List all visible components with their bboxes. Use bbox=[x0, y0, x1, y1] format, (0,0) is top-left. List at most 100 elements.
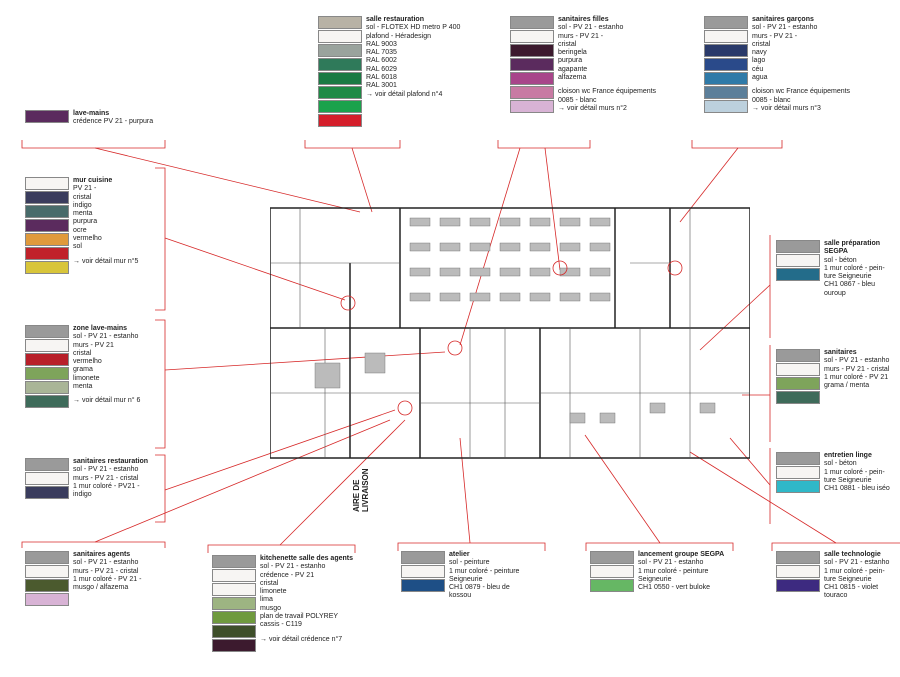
color-swatch bbox=[25, 472, 69, 485]
card-line: → voir détail mur n° 6 bbox=[73, 397, 141, 405]
swatch-column bbox=[25, 177, 69, 274]
color-swatch bbox=[318, 100, 362, 113]
card-line: RAL 9003 bbox=[366, 40, 397, 48]
card-line: sol - PV 21 - estanho bbox=[824, 357, 890, 365]
color-swatch bbox=[318, 30, 362, 43]
color-swatch bbox=[25, 367, 69, 380]
color-swatch bbox=[25, 219, 69, 232]
card-line: CH1 0815 - violet bbox=[824, 584, 879, 592]
card-line: vermelho bbox=[73, 235, 102, 243]
card-line: cristal bbox=[558, 40, 577, 48]
swatch-column bbox=[776, 452, 820, 493]
swatch-column bbox=[401, 551, 445, 592]
card-line: CH1 0881 - bleu iséo bbox=[824, 485, 890, 493]
color-swatch bbox=[212, 611, 256, 624]
color-swatch bbox=[776, 363, 820, 376]
card-line: plan de travail POLYREY bbox=[260, 613, 339, 621]
card-line: RAL 7035 bbox=[366, 49, 397, 57]
card-line: → voir détail mur n°5 bbox=[73, 257, 139, 265]
card-title: sanitaires filles bbox=[558, 16, 609, 23]
card-line: 1 mur coloré - pein- bbox=[824, 468, 885, 476]
card-line: sol - PV 21 - estanho bbox=[558, 24, 624, 32]
card-line: CH1 0867 - bleu bbox=[824, 281, 875, 289]
card-line: limonete bbox=[260, 588, 287, 596]
card-line: Seigneurie bbox=[638, 575, 672, 583]
color-swatch bbox=[776, 240, 820, 253]
card-line: murs - PV 21 - bbox=[558, 32, 604, 40]
card-line: indigo bbox=[73, 201, 92, 209]
color-swatch bbox=[590, 551, 634, 564]
card-line: 1 mur coloré - PV21 - bbox=[73, 482, 140, 490]
card-line: grama bbox=[73, 366, 93, 374]
color-swatch bbox=[401, 579, 445, 592]
color-swatch bbox=[212, 639, 256, 652]
color-swatch bbox=[318, 86, 362, 99]
swatch-column bbox=[510, 16, 554, 113]
card-line: sol - PV 21 - estanho bbox=[73, 466, 139, 474]
color-swatch bbox=[25, 339, 69, 352]
card-line: kossou bbox=[449, 592, 472, 600]
card-line: sol - FLOTEX HD metro P 400 bbox=[366, 24, 461, 32]
color-swatch bbox=[776, 579, 820, 592]
color-swatch bbox=[704, 86, 748, 99]
card-line: touraco bbox=[824, 592, 848, 600]
color-swatch bbox=[25, 593, 69, 606]
card-line: beringela bbox=[558, 49, 587, 57]
card-line: PV 21 - bbox=[73, 185, 97, 193]
color-swatch bbox=[25, 110, 69, 123]
card-line: cristal bbox=[73, 193, 92, 201]
card-line: cristal bbox=[260, 579, 279, 587]
color-swatch bbox=[25, 458, 69, 471]
card-line: sol - peinture bbox=[449, 559, 490, 567]
color-swatch bbox=[212, 625, 256, 638]
card-line: CH1 0879 - bleu de bbox=[449, 584, 510, 592]
color-swatch bbox=[776, 254, 820, 267]
card-line: 0085 - blanc bbox=[558, 96, 597, 104]
card-line: sol - PV 21 - estanho bbox=[752, 24, 818, 32]
card-line: ture Seigneurie bbox=[824, 575, 872, 583]
color-swatch bbox=[318, 16, 362, 29]
color-swatch bbox=[25, 395, 69, 408]
card-line: RAL 3001 bbox=[366, 82, 397, 90]
color-swatch bbox=[510, 100, 554, 113]
card-line: céu bbox=[752, 65, 764, 73]
card-line: limonete bbox=[73, 374, 100, 382]
card-line: murs - PV 21 - cristal bbox=[824, 365, 890, 373]
card-title: lancement groupe SEGPA bbox=[638, 551, 725, 558]
card-title: zone lave-mains bbox=[73, 325, 128, 332]
color-swatch bbox=[25, 325, 69, 338]
color-swatch bbox=[510, 86, 554, 99]
color-swatch bbox=[704, 16, 748, 29]
color-swatch bbox=[776, 565, 820, 578]
card-line: cristal bbox=[73, 349, 92, 357]
color-swatch bbox=[401, 565, 445, 578]
card-line: cristal bbox=[752, 40, 771, 48]
card-line: RAL 6018 bbox=[366, 74, 397, 82]
card-line: 1 mur coloré - pein- bbox=[824, 264, 885, 272]
card-title: sanitaires bbox=[824, 349, 857, 356]
card-title: salle technologie bbox=[824, 551, 881, 558]
card-line: lima bbox=[260, 596, 273, 604]
card-line: → voir détail crédence n°7 bbox=[260, 635, 343, 643]
card-line: 1 mur coloré - pein- bbox=[824, 567, 885, 575]
color-swatch bbox=[704, 58, 748, 71]
card-title: kitchenette salle des agents bbox=[260, 555, 353, 562]
color-swatch bbox=[776, 377, 820, 390]
